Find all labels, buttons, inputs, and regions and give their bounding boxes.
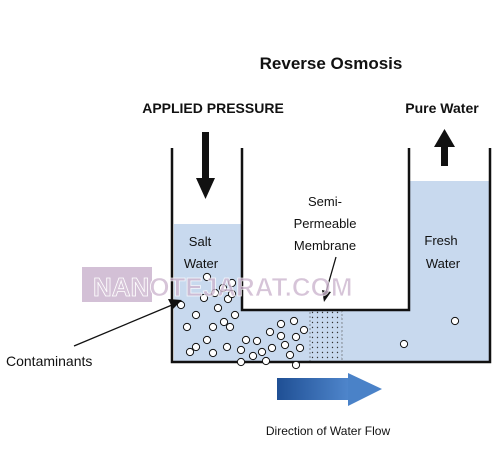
membrane-label-line-3: Membrane [294, 238, 356, 253]
particle [227, 289, 237, 299]
particle [182, 322, 192, 332]
salt-water-label-line-1: Salt [189, 234, 212, 249]
applied-pressure-label: APPLIED PRESSURE [142, 100, 284, 116]
particle [450, 316, 460, 326]
contaminant-particles [176, 272, 460, 370]
arrow-right-icon [277, 373, 382, 406]
flow-direction-label: Direction of Water Flow [266, 424, 391, 438]
watermark-text: NANOTEJARAT.COM [93, 272, 353, 302]
membrane-label-line-2: Permeable [294, 216, 357, 231]
particle [257, 347, 267, 357]
arrow-down-icon [196, 132, 215, 199]
particle [227, 278, 237, 288]
particle [230, 310, 240, 320]
particle [213, 303, 223, 313]
particle [191, 310, 201, 320]
arrow-up-icon [434, 129, 455, 166]
particle [236, 345, 246, 355]
semi-permeable-membrane [309, 309, 343, 363]
particle [218, 283, 228, 293]
particle [191, 342, 201, 352]
particle [208, 322, 218, 332]
particle [185, 347, 195, 357]
pure-water-label: Pure Water [405, 100, 479, 116]
fresh-water-label-line-2: Water [426, 256, 461, 271]
particle [199, 293, 209, 303]
diagram-title: Reverse Osmosis [260, 54, 403, 73]
membrane-label-line-1: Semi- [308, 194, 342, 209]
watermark: NANOTEJARAT.COM [82, 267, 353, 302]
particle [295, 343, 305, 353]
membrane-pointer [322, 256, 337, 302]
particle [219, 317, 229, 327]
particle [248, 351, 258, 361]
particle [299, 325, 309, 335]
particle [276, 319, 286, 329]
particle [252, 336, 262, 346]
particle [202, 272, 212, 282]
particle [222, 342, 232, 352]
fresh-water-region [409, 181, 489, 310]
particle [210, 288, 220, 298]
contaminants-label: Contaminants [6, 353, 92, 369]
particle [291, 332, 301, 342]
particle [236, 357, 246, 367]
particle [280, 340, 290, 350]
particle [241, 335, 251, 345]
particle [291, 360, 301, 370]
particle [176, 300, 186, 310]
particle [267, 343, 277, 353]
particle [208, 348, 218, 358]
container-outline [170, 148, 492, 364]
particle [225, 322, 235, 332]
particle [285, 350, 295, 360]
particle [399, 339, 409, 349]
contaminants-pointer [73, 299, 182, 347]
particle [276, 331, 286, 341]
particle [202, 335, 212, 345]
particle [265, 327, 275, 337]
salt-water-label-line-2: Water [184, 256, 219, 271]
fresh-water-label-line-1: Fresh [424, 233, 457, 248]
particle [289, 316, 299, 326]
particle [261, 356, 271, 366]
